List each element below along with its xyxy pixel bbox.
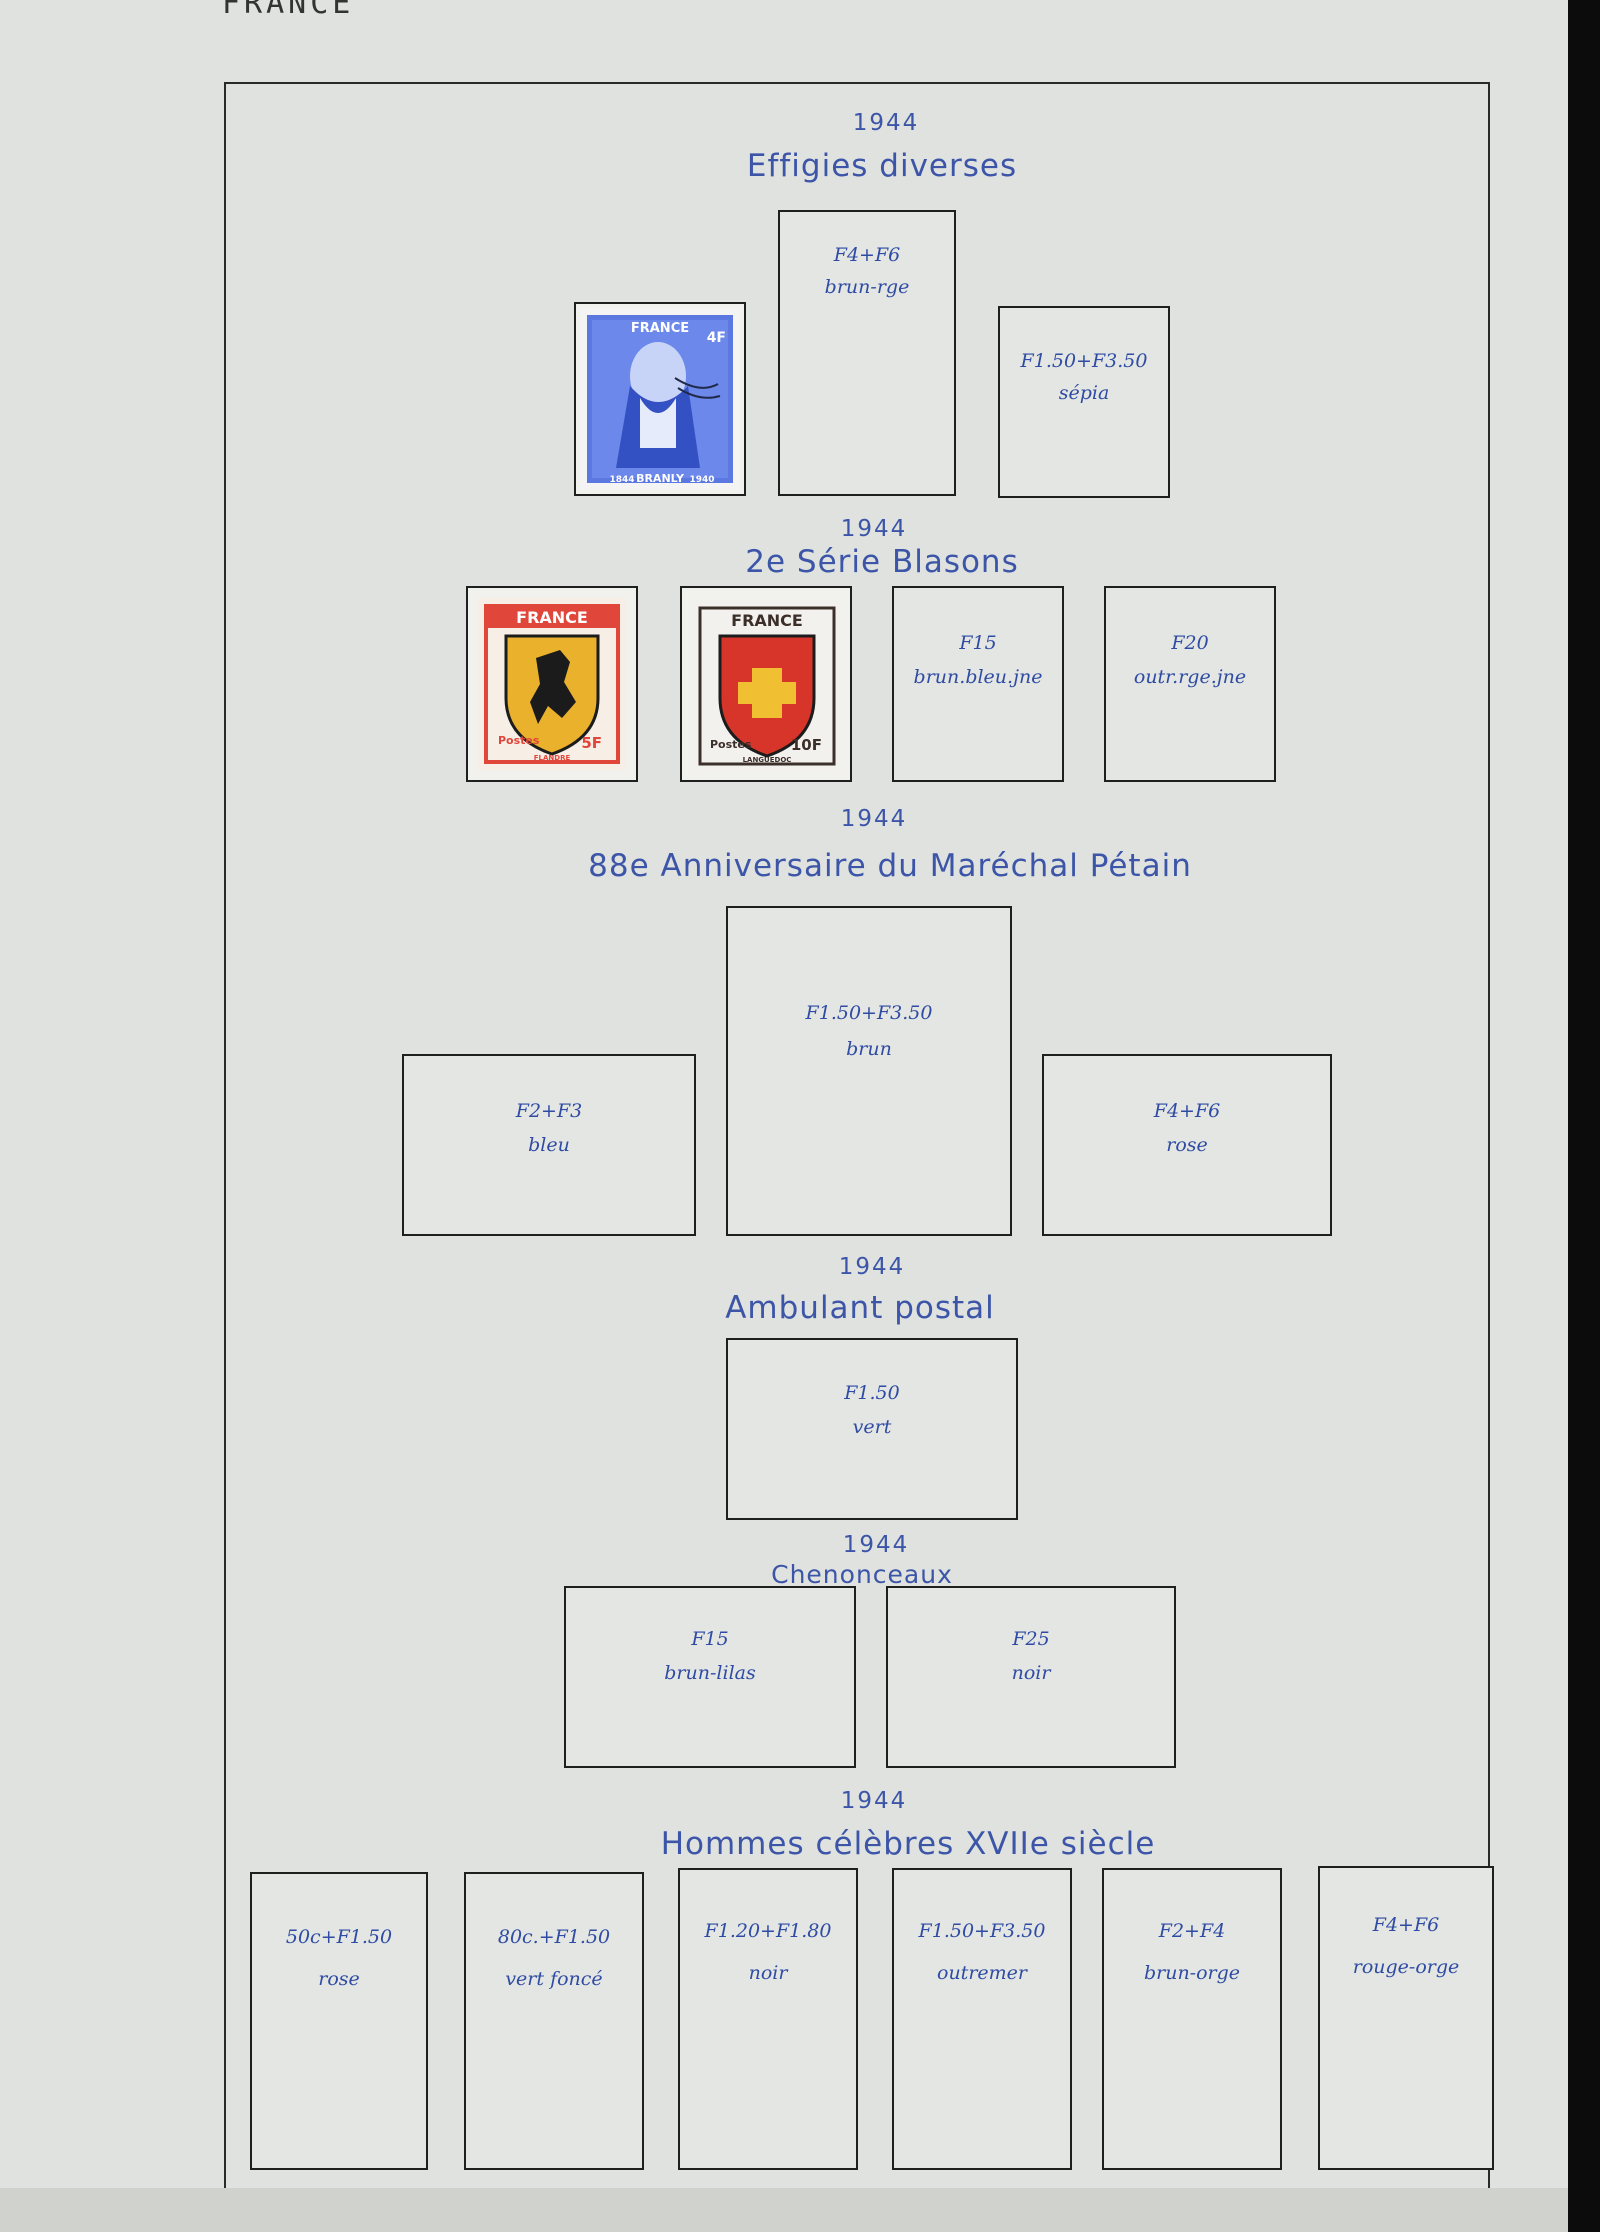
slot-color: rouge-orge	[1352, 1956, 1460, 1978]
section-2-year: 1944	[840, 516, 908, 542]
slot-values: F20	[1171, 632, 1209, 654]
branly-country: FRANCE	[631, 321, 689, 336]
slot-values: 50c+F1.50	[285, 1926, 393, 1948]
stamp-mount-flandre: FRANCE Postes 5F FLANDRE	[466, 586, 638, 782]
slot-petain-1: F2+F3 bleu	[402, 1054, 696, 1236]
slot-color: brun.bleu.jne	[913, 666, 1043, 688]
slot-chenonceaux-2: F25 noir	[886, 1586, 1176, 1768]
slot-petain-3: F4+F6 rose	[1042, 1054, 1332, 1236]
slot-values: F2+F3	[515, 1100, 583, 1122]
slot-color: bleu	[528, 1134, 570, 1156]
page-frame	[224, 82, 1490, 2228]
section-1-title: Effigies diverses	[746, 148, 1018, 184]
languedoc-postes: Postes	[710, 738, 752, 751]
slot-values: F4+F6	[833, 244, 901, 266]
slot-values: F1.50+F3.50	[1020, 350, 1148, 372]
languedoc-country: FRANCE	[731, 611, 803, 630]
slot-values: F1.50+F3.50	[918, 1920, 1046, 1942]
slot-hommes-2: 80c.+F1.50 vert foncé	[464, 1872, 644, 2170]
slot-values: F15	[691, 1628, 729, 1650]
page-header: FRANCE	[222, 0, 355, 21]
section-2-title: 2e Série Blasons	[745, 544, 1019, 580]
branly-stamp: FRANCE 4F 1844 BRANLY 1940	[580, 308, 740, 490]
slot-hommes-6: F4+F6 rouge-orge	[1318, 1866, 1494, 2170]
slot-effigies-3: F1.50+F3.50 sépia	[998, 306, 1170, 498]
branly-name: BRANLY	[636, 472, 685, 485]
slot-ambulant-1: F1.50 vert	[726, 1338, 1018, 1520]
slot-values: F4+F6	[1153, 1100, 1221, 1122]
slot-values: F15	[959, 632, 997, 654]
slot-color: rose	[318, 1968, 360, 1990]
slot-color: brun-orge	[1143, 1962, 1241, 1984]
branly-year-left: 1844	[609, 475, 634, 485]
slot-hommes-1: 50c+F1.50 rose	[250, 1872, 428, 2170]
section-1-year: 1944	[852, 110, 920, 136]
slot-blasons-3: F15 brun.bleu.jne	[892, 586, 1064, 782]
section-5-year: 1944	[842, 1532, 910, 1558]
slot-chenonceaux-1: F15 brun-lilas	[564, 1586, 856, 1768]
slot-color: brun-lilas	[664, 1662, 756, 1684]
languedoc-region: LANGUEDOC	[743, 756, 792, 764]
slot-color: noir	[748, 1962, 788, 1984]
languedoc-stamp: FRANCE Postes 10F LANGUEDOC	[692, 600, 842, 772]
flandre-stamp: FRANCE Postes 5F FLANDRE	[478, 598, 626, 770]
section-4-title: Ambulant postal	[725, 1290, 995, 1326]
section-3-year: 1944	[840, 806, 908, 832]
stamp-mount-languedoc: FRANCE Postes 10F LANGUEDOC	[680, 586, 852, 782]
slot-petain-2: F1.50+F3.50 brun	[726, 906, 1012, 1236]
slot-color: brun	[846, 1038, 892, 1060]
section-3-title: 88e Anniversaire du Maréchal Pétain	[588, 848, 1192, 884]
slot-color: outr.rge.jne	[1133, 666, 1247, 688]
flandre-postes: Postes	[498, 734, 540, 747]
flandre-country: FRANCE	[516, 608, 588, 627]
section-4-year: 1944	[838, 1254, 906, 1280]
branly-year-right: 1940	[689, 475, 714, 485]
slot-color: sépia	[1058, 382, 1110, 404]
slot-values: 80c.+F1.50	[497, 1926, 611, 1948]
slot-values: F2+F4	[1158, 1920, 1226, 1942]
slot-color: brun-rge	[824, 276, 910, 298]
flandre-value: 5F	[581, 734, 602, 752]
slot-blasons-4: F20 outr.rge.jne	[1104, 586, 1276, 782]
slot-color: vert foncé	[505, 1968, 603, 1990]
branly-value: 4F	[707, 330, 726, 346]
slot-values: F25	[1012, 1628, 1050, 1650]
stamp-mount-branly: FRANCE 4F 1844 BRANLY 1940	[574, 302, 746, 496]
section-6-title: Hommes célèbres XVIIe siècle	[660, 1826, 1156, 1862]
slot-hommes-4: F1.50+F3.50 outremer	[892, 1868, 1072, 2170]
section-5-title: Chenonceaux	[771, 1560, 953, 1589]
slot-values: F1.50+F3.50	[805, 1002, 933, 1024]
slot-effigies-2: F4+F6 brun-rge	[778, 210, 956, 496]
slot-color: noir	[1011, 1662, 1051, 1684]
languedoc-value: 10F	[791, 736, 822, 754]
slot-color: outremer	[937, 1962, 1027, 1984]
slot-hommes-5: F2+F4 brun-orge	[1102, 1868, 1282, 2170]
slot-color: vert	[852, 1416, 892, 1438]
flandre-region: FLANDRE	[534, 754, 571, 762]
slot-color: rose	[1166, 1134, 1208, 1156]
slot-values: F1.50	[844, 1382, 900, 1404]
slot-values: F4+F6	[1372, 1914, 1440, 1936]
slot-values: F1.20+F1.80	[704, 1920, 832, 1942]
slot-hommes-3: F1.20+F1.80 noir	[678, 1868, 858, 2170]
section-6-year: 1944	[840, 1788, 908, 1814]
